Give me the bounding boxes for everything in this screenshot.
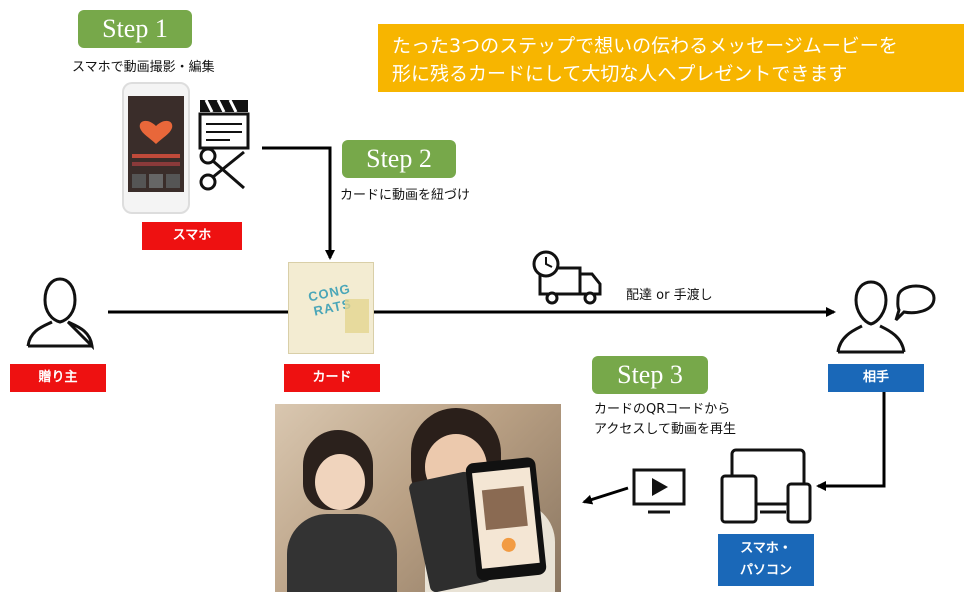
devices-icon	[720, 448, 812, 524]
card-decoration	[345, 299, 369, 333]
step2-caption: カードに動画を紐づけ	[340, 188, 471, 203]
intro-banner: たった3つのステップで想いの伝わるメッセージムービーを 形に残るカードにして大切…	[378, 24, 964, 92]
step3-caption-line-1: カードのQRコードから	[594, 402, 731, 417]
step3-caption: カードのQRコードから アクセスして動画を再生	[594, 400, 794, 440]
scissors-icon	[199, 147, 245, 191]
banner-line-1: たった3つのステップで想いの伝わるメッセージムービーを	[392, 35, 898, 57]
devices-label-line-1: スマホ・	[740, 541, 792, 556]
smartphone-illustration	[122, 82, 190, 214]
step1-caption: スマホで動画撮影・編集	[72, 60, 215, 75]
heart-logo-icon	[132, 120, 180, 188]
delivery-label: 配達 or 手渡し	[626, 288, 713, 303]
sender-label: 贈り主	[10, 364, 106, 392]
step2-badge: Step 2	[342, 140, 456, 178]
speech-bubble-icon	[894, 284, 936, 322]
card-label: カード	[284, 364, 380, 392]
clock-icon	[532, 250, 560, 278]
banner-line-2: 形に残るカードにして大切な人へプレゼントできます	[392, 63, 848, 85]
watching-video-photo	[275, 404, 561, 592]
sender-person-icon	[26, 277, 95, 351]
clapperboard-icon	[198, 99, 250, 150]
video-monitor-icon	[632, 468, 686, 514]
recipient-person-icon	[836, 280, 906, 354]
step1-to-card-arrow	[262, 146, 335, 260]
step3-badge: Step 3	[592, 356, 708, 394]
recipient-label: 相手	[828, 364, 924, 392]
step1-badge: Step 1	[78, 10, 192, 48]
playback-to-photo-arrow	[582, 486, 629, 505]
person-left-body	[287, 514, 397, 592]
devices-label-line-2: パソコン	[739, 563, 792, 578]
delivery-truck-icon	[538, 266, 602, 305]
person-left-face	[315, 454, 365, 510]
smartphone-label: スマホ	[142, 222, 242, 250]
phone-screen	[128, 96, 184, 192]
card-illustration: CONG RATS	[288, 262, 374, 354]
recipient-to-devices-arrow	[816, 392, 886, 491]
devices-label: スマホ・ パソコン	[718, 534, 814, 586]
step3-caption-line-2: アクセスして動画を再生	[594, 422, 736, 437]
